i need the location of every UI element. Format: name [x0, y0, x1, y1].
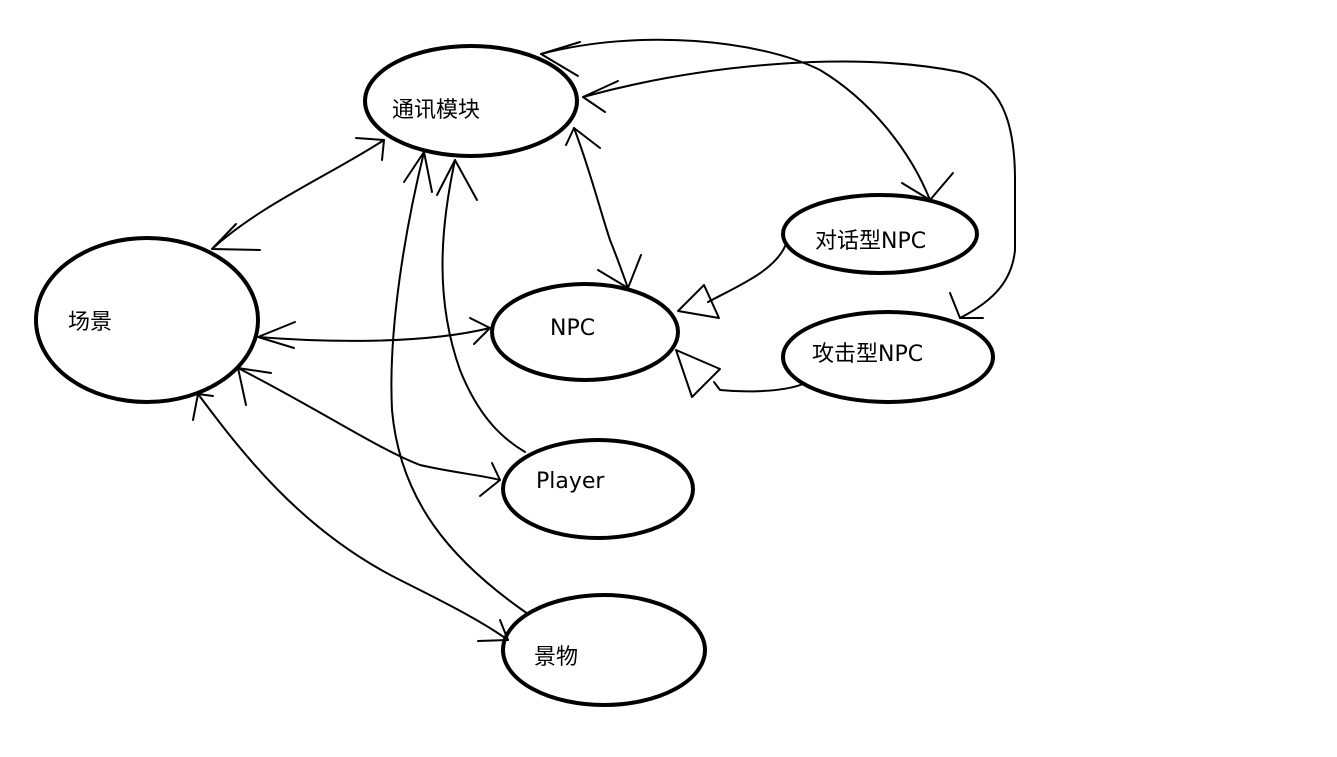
- node-comm: 通讯模块: [363, 44, 579, 158]
- node-attack-npc: 攻击型NPC: [781, 310, 995, 404]
- node-scene: 场景: [34, 236, 260, 404]
- edge-attack-npc-inherits-npc: [675, 349, 804, 398]
- node-scenery: 景物: [501, 593, 707, 707]
- node-scene-label: 场景: [68, 310, 112, 335]
- edge-comm-npc: [565, 127, 642, 289]
- edge-comm-dialog-npc: [540, 38, 954, 201]
- edge-scene-comm: [211, 137, 385, 251]
- node-comm-label: 通讯模块: [392, 98, 480, 123]
- node-dialog-npc-label: 对话型NPC: [815, 229, 926, 254]
- node-scenery-label: 景物: [534, 645, 578, 670]
- edge-scene-npc: [257, 317, 491, 349]
- node-attack-npc-label: 攻击型NPC: [812, 342, 923, 367]
- edge-comm-scenery: [390, 151, 529, 615]
- node-player-label: Player: [536, 469, 605, 494]
- node-player: Player: [501, 438, 695, 540]
- edge-comm-player: [436, 159, 526, 453]
- node-dialog-npc: 对话型NPC: [781, 193, 979, 275]
- edge-comm-attack-npc: [582, 60, 1016, 319]
- node-npc: NPC: [490, 282, 680, 382]
- edge-scene-scenery: [192, 393, 509, 642]
- edge-dialog-npc-inherits-npc: [677, 243, 787, 319]
- edge-scene-player: [237, 367, 501, 497]
- node-npc-label: NPC: [550, 316, 595, 341]
